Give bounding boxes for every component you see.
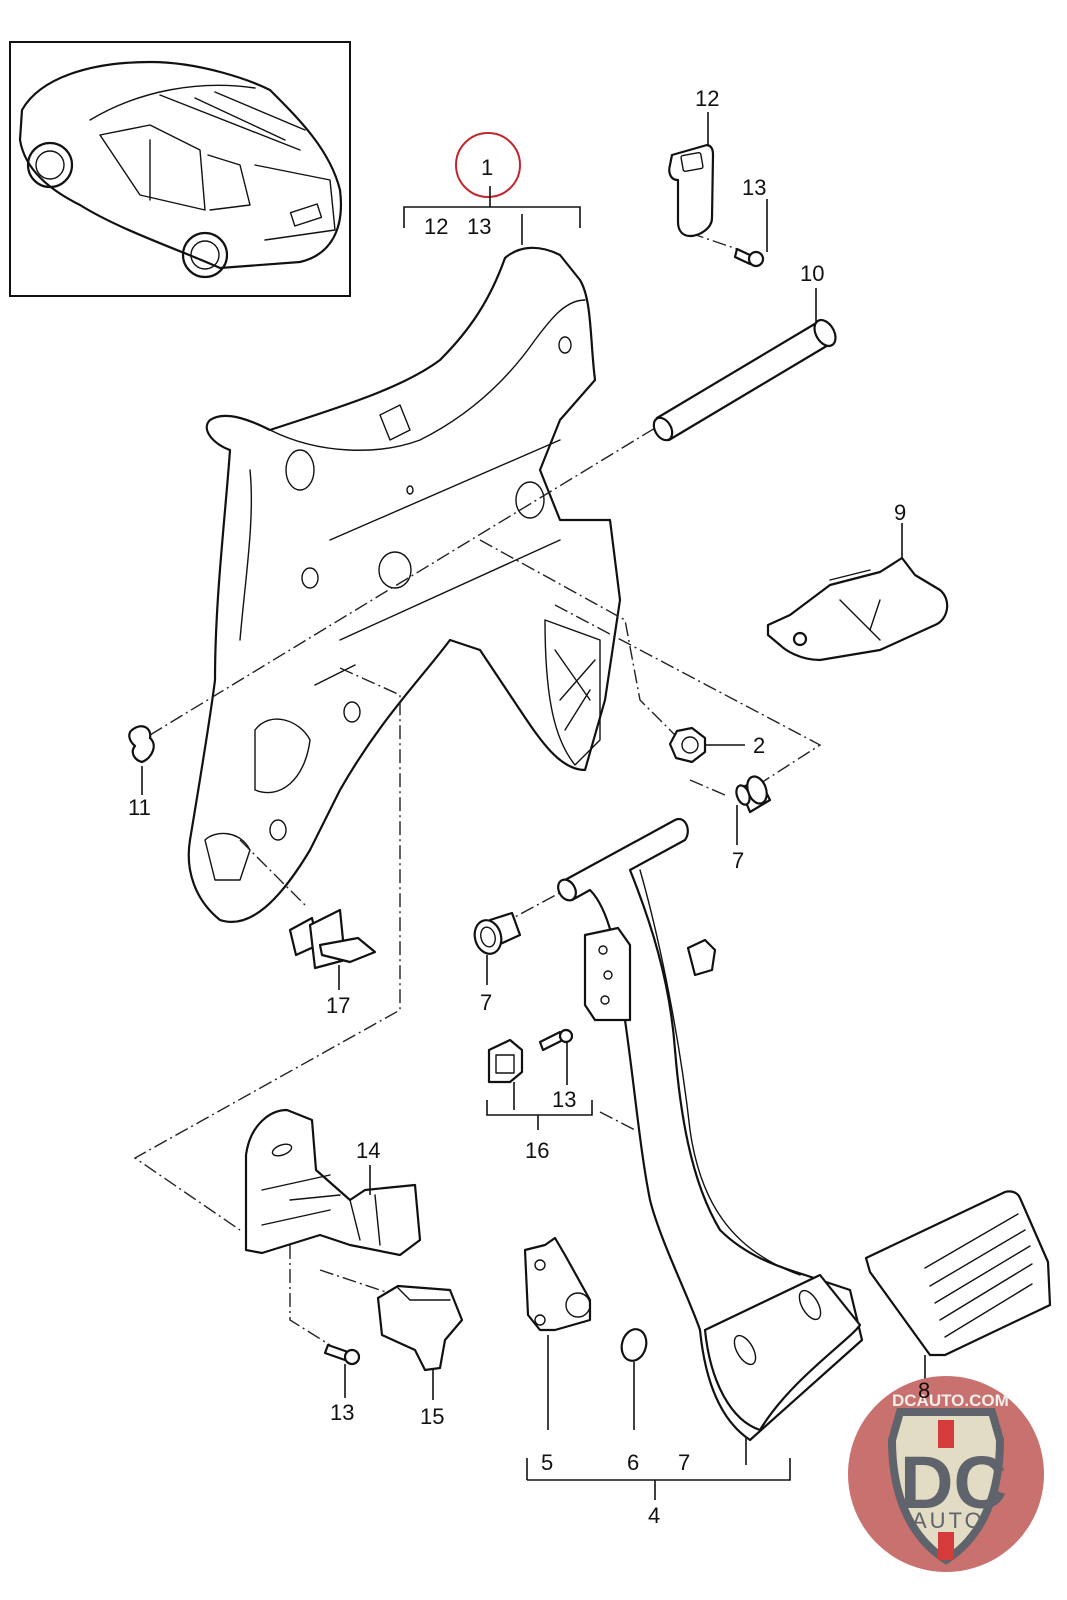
part-2-nut[interactable]: 2 [668, 726, 765, 764]
callout-4-group: 5 6 7 4 [526, 1450, 791, 1528]
logo-site-text: DCAUTO.COM [892, 1391, 1009, 1410]
callout-13-bottom[interactable]: 13 [330, 1400, 354, 1425]
part-7-bushing-left[interactable]: 7 [471, 911, 522, 1015]
callout-7-left[interactable]: 7 [480, 990, 492, 1015]
part-16-switch[interactable]: 13 16 [486, 1028, 593, 1163]
callout-4[interactable]: 4 [648, 1503, 660, 1528]
callout-4-sub-5[interactable]: 5 [541, 1450, 553, 1475]
callout-1-group: 1 12 13 [403, 132, 581, 245]
part-13-screw-top[interactable]: 13 [733, 175, 768, 268]
pedal-bracket[interactable] [187, 246, 622, 923]
part-8-pedal-pad[interactable] [864, 1190, 1052, 1400]
wheel-front [181, 231, 229, 279]
part-17-clip[interactable]: 17 [288, 908, 377, 1018]
callout-1[interactable]: 1 [481, 155, 493, 180]
callout-8[interactable]: 8 [918, 1378, 930, 1403]
callout-9[interactable]: 9 [894, 500, 906, 525]
logo-subtitle: AUTO [912, 1508, 985, 1533]
inset-frame [9, 41, 351, 297]
logo-stripe-top [938, 1420, 954, 1448]
callout-1-sub-12[interactable]: 12 [424, 214, 448, 239]
part-9-cover[interactable]: 9 [766, 500, 949, 662]
part-7-bushing-right[interactable]: 7 [732, 774, 772, 873]
callout-7-right[interactable]: 7 [732, 848, 744, 873]
part-6-cap[interactable] [618, 1326, 649, 1430]
callout-16[interactable]: 16 [525, 1138, 549, 1163]
callout-12[interactable]: 12 [695, 86, 719, 111]
vehicle-inset [9, 41, 351, 297]
callout-10[interactable]: 10 [800, 261, 824, 286]
logo-initials: DC [900, 1441, 1007, 1524]
callout-4-sub-7[interactable]: 7 [678, 1450, 690, 1475]
callout-15[interactable]: 15 [420, 1404, 444, 1429]
dcauto-watermark[interactable]: DCAUTO.COM DC AUTO 8 [848, 1376, 1044, 1572]
callout-17[interactable]: 17 [326, 993, 350, 1018]
assembly-lines [133, 232, 822, 1346]
part-11-clip[interactable]: 11 [128, 725, 155, 820]
callout-14[interactable]: 14 [356, 1138, 380, 1163]
part-4-pedal-arm[interactable] [555, 817, 864, 1465]
callout-16-sub-13[interactable]: 13 [552, 1087, 576, 1112]
callout-11[interactable]: 11 [128, 795, 151, 820]
part-5-sensor[interactable] [523, 1236, 592, 1430]
part-12-plate[interactable]: 12 [668, 86, 719, 238]
part-14-bracket[interactable]: 14 [244, 1108, 422, 1257]
logo-stripe-bottom [938, 1532, 954, 1560]
car-illustration [18, 60, 342, 279]
part-10-shaft[interactable]: 10 [650, 261, 840, 443]
callout-4-sub-6[interactable]: 6 [627, 1450, 639, 1475]
callout-13-top[interactable]: 13 [742, 175, 766, 200]
part-13-screw-bottom[interactable]: 13 [323, 1343, 361, 1425]
highlight-circle [455, 132, 521, 198]
part-15-sensor-block[interactable]: 15 [376, 1284, 464, 1429]
callout-1-sub-13[interactable]: 13 [467, 214, 491, 239]
wheel-rear [26, 141, 74, 189]
callout-2[interactable]: 2 [753, 733, 765, 758]
